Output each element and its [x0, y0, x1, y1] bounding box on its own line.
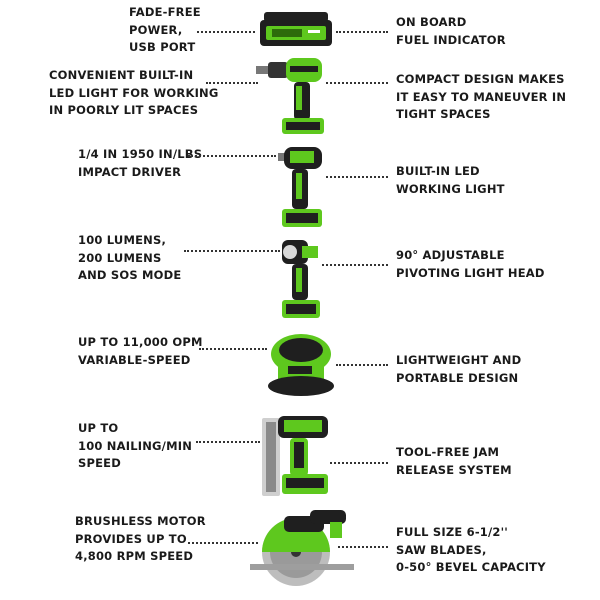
circular-saw-left-leader [188, 542, 258, 544]
circular-saw-right-leader [338, 546, 388, 548]
battery-right-callout: ON BOARD FUEL INDICATOR [396, 15, 506, 47]
battery-right-leader [336, 31, 388, 33]
circular-saw-image [250, 510, 354, 586]
brad-nailer-left-callout: UP TO 100 NAILING/MIN SPEED [78, 421, 193, 470]
drill-left-leader [206, 82, 258, 84]
impact-driver-right-leader [326, 176, 388, 178]
orbital-sander-left-leader [199, 348, 267, 350]
brad-nailer-right-callout: TOOL-FREE JAM RELEASE SYSTEM [396, 445, 512, 477]
battery-left-callout: FADE-FREE POWER, USB PORT [129, 5, 201, 54]
brad-nailer-right-leader [330, 462, 388, 464]
drill-image [256, 58, 324, 134]
circular-saw-left-callout: BRUSHLESS MOTOR PROVIDES UP TO 4,800 RPM… [75, 514, 206, 563]
orbital-sander-right-callout: LIGHTWEIGHT AND PORTABLE DESIGN [396, 353, 522, 385]
brad-nailer-left-leader [196, 441, 260, 443]
brad-nailer-image [262, 416, 328, 496]
battery-image [260, 12, 332, 46]
orbital-sander-image [268, 334, 334, 396]
work-light-left-callout: 100 LUMENS, 200 LUMENS AND SOS MODE [78, 233, 182, 282]
drill-left-callout: CONVENIENT BUILT-IN LED LIGHT FOR WORKIN… [49, 68, 219, 117]
work-light-left-leader [184, 250, 280, 252]
impact-driver-image [278, 147, 322, 227]
drill-right-callout: COMPACT DESIGN MAKES IT EASY TO MANEUVER… [396, 72, 567, 121]
circular-saw-right-callout: FULL SIZE 6-1/2'' SAW BLADES, 0-50° BEVE… [396, 525, 546, 574]
work-light-right-callout: 90° ADJUSTABLE PIVOTING LIGHT HEAD [396, 248, 545, 280]
battery-left-leader [197, 31, 255, 33]
orbital-sander-left-callout: UP TO 11,000 OPM VARIABLE-SPEED [78, 335, 203, 367]
impact-driver-right-callout: BUILT-IN LED WORKING LIGHT [396, 164, 505, 196]
work-light-image [282, 240, 320, 318]
impact-driver-left-leader [188, 155, 276, 157]
impact-driver-left-callout: 1/4 IN 1950 IN/LBS IMPACT DRIVER [78, 147, 203, 179]
drill-right-leader [326, 82, 388, 84]
work-light-right-leader [322, 264, 388, 266]
orbital-sander-right-leader [336, 364, 388, 366]
